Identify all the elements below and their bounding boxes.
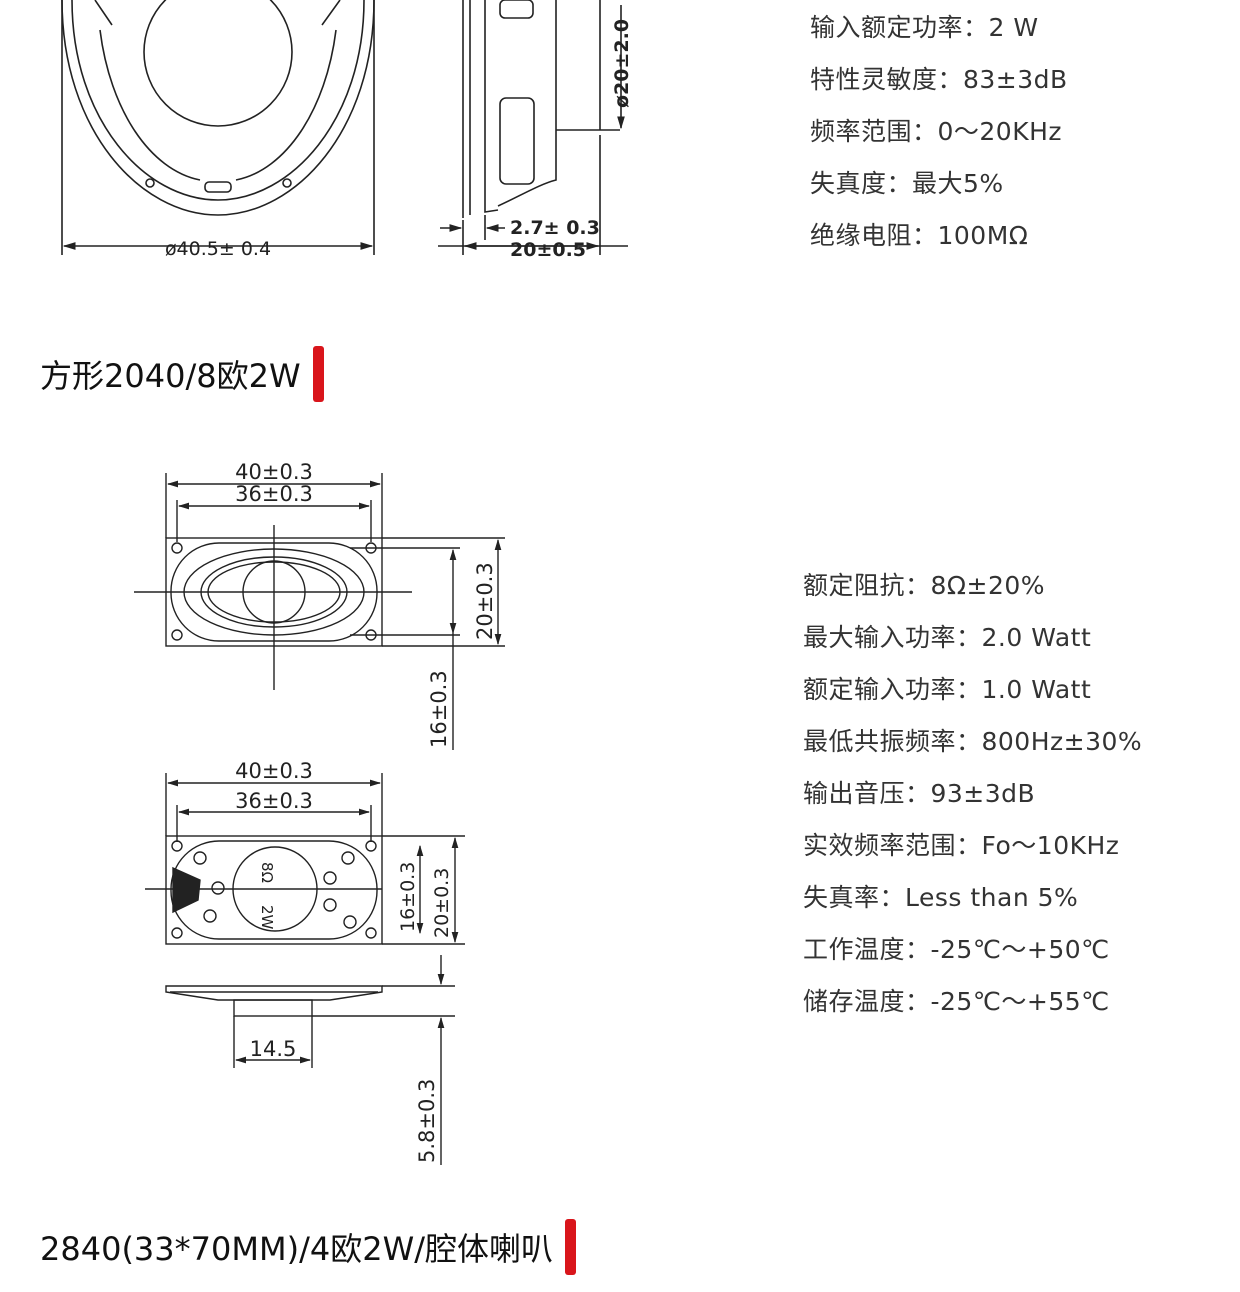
section-heading-cavity: 2840(33*70MM)/4欧2W/腔体喇叭 [40, 1219, 576, 1275]
section-title-square: 方形2040/8欧2W [40, 357, 301, 395]
square-top-inner-width: 36±0.3 [235, 482, 313, 506]
square-spec-storage-temp: 储存温度：-25℃～+55℃ [803, 987, 1110, 1016]
round-diameter-label: ø40.5± 0.4 [165, 238, 271, 260]
square-spec-max-power: 最大输入功率：2.0 Watt [803, 623, 1092, 652]
section-title-cavity: 2840(33*70MM)/4欧2W/腔体喇叭 [40, 1230, 553, 1268]
heading-accent-bar [312, 346, 324, 402]
section-heading-square: 方形2040/8欧2W [40, 346, 324, 402]
square-spec-spl: 输出音压：93±3dB [803, 779, 1036, 808]
round-spec-insulation: 绝缘电阻：100MΩ [810, 221, 1029, 250]
square-bottom-outer-width: 40±0.3 [235, 759, 313, 783]
round-speaker-front-view [61, 0, 375, 255]
square-spec-resonance: 最低共振频率：800Hz±30% [803, 727, 1143, 756]
square-speaker-top-view [134, 473, 505, 750]
square-spec-impedance: 额定阻抗：8Ω±20% [803, 571, 1046, 600]
square-spec-rated-power: 额定输入功率：1.0 Watt [803, 675, 1092, 704]
heading-accent-bar [565, 1219, 576, 1275]
round-speaker-side-view [438, 0, 628, 255]
square-bottom-outer-height: 20±0.3 [431, 868, 453, 938]
round-spec-rated-power: 输入额定功率：2 W [810, 13, 1039, 42]
square-top-magnet-height: 16±0.3 [427, 670, 451, 748]
square-spec-frequency-range: 实效频率范围：Fo～10KHz [803, 831, 1120, 860]
cone-text-1: 8Ω [258, 862, 276, 883]
total-depth-label: 5.8±0.3 [415, 1079, 439, 1163]
square-top-height: 20±0.3 [473, 562, 497, 640]
cone-text-2: 2W [258, 905, 276, 930]
round-height-label: ø20±2.0 [611, 19, 633, 108]
square-bottom-inner-height: 16±0.3 [397, 862, 419, 932]
round-flange-label: 2.7± 0.3 [510, 217, 600, 239]
square-spec-operating-temp: 工作温度：-25℃～+50℃ [803, 935, 1110, 964]
square-bottom-inner-width: 36±0.3 [235, 789, 313, 813]
round-depth-label: 20±0.5 [510, 239, 586, 261]
round-spec-sensitivity: 特性灵敏度：83±3dB [810, 65, 1068, 94]
square-top-outer-width: 40±0.3 [235, 460, 313, 484]
square-spec-distortion: 失真率：Less than 5% [803, 883, 1079, 912]
round-spec-frequency-range: 频率范围：0～20KHz [810, 117, 1063, 146]
square-speaker-side-view [165, 955, 455, 1165]
square-speaker-back-view [145, 773, 465, 945]
round-spec-distortion: 失真度：最大5% [810, 169, 1004, 198]
magnet-width-label: 14.5 [250, 1037, 297, 1061]
